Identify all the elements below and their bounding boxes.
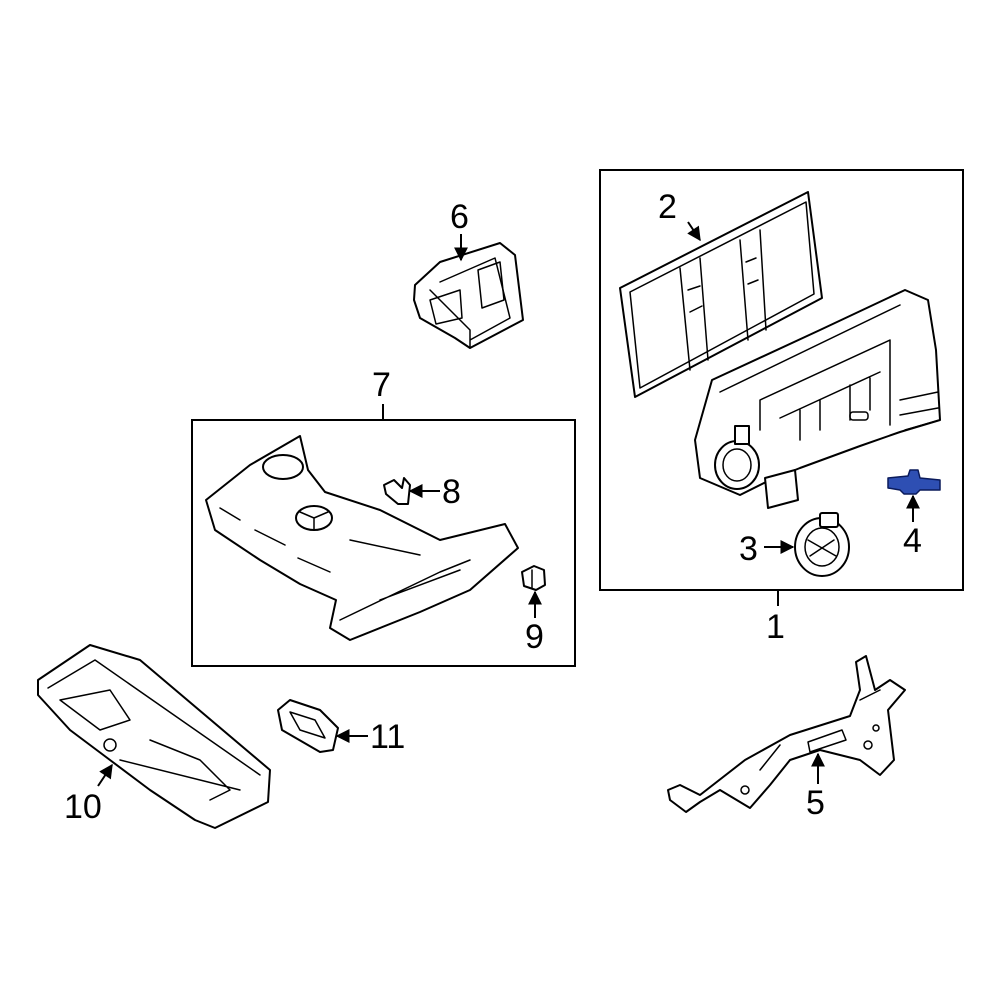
callout-1: 1 (766, 608, 785, 646)
part-3-clamp-ring[interactable] (794, 512, 850, 577)
part-7-engine-cover[interactable] (205, 435, 519, 641)
callout-8: 8 (442, 473, 461, 511)
callout-9: 9 (525, 618, 544, 656)
part-5-bracket[interactable] (667, 655, 906, 813)
assembly-1-frame (599, 169, 964, 591)
part-6-duct[interactable] (413, 242, 524, 349)
part-4-sensor[interactable] (887, 469, 941, 495)
part-11-seal[interactable] (277, 699, 339, 753)
callout-3: 3 (739, 530, 758, 568)
callout-10: 10 (64, 788, 102, 826)
part-9-clip[interactable] (521, 565, 546, 591)
part-2-air-filter[interactable] (619, 191, 823, 398)
leader-10 (97, 763, 113, 787)
callout-4: 4 (903, 522, 922, 560)
callout-2: 2 (658, 188, 677, 226)
callout-7: 7 (372, 366, 391, 404)
callout-5: 5 (806, 784, 825, 822)
part-10-cowl-panel[interactable] (37, 644, 271, 829)
callout-6: 6 (450, 198, 469, 236)
part-8-clip[interactable] (383, 477, 411, 505)
callout-11: 11 (370, 718, 405, 756)
part-1-air-cleaner-housing[interactable] (694, 289, 941, 509)
leader-2 (687, 221, 701, 242)
